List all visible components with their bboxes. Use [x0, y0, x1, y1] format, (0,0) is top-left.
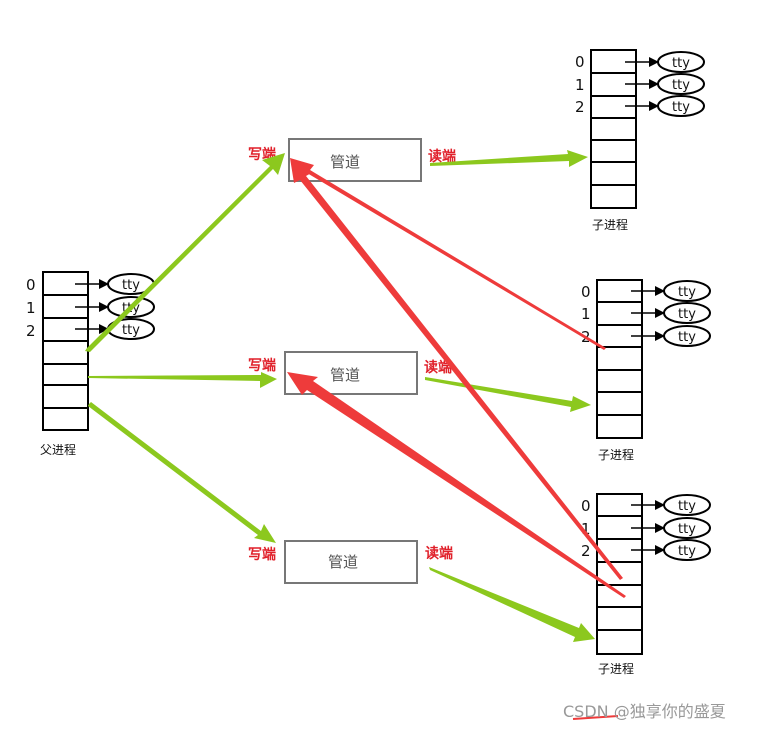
child3-fd-2: 2	[581, 542, 591, 560]
tty-label: tty	[672, 100, 690, 115]
pipe-3: 管道	[284, 540, 418, 584]
parent-fd-1: 1	[26, 299, 36, 317]
red-arrows	[287, 158, 626, 598]
tty-ellipse	[663, 539, 711, 561]
watermark-underline	[572, 715, 619, 720]
tty-label: tty	[122, 323, 140, 338]
tty-ellipse	[663, 517, 711, 539]
green-arrow	[429, 567, 595, 642]
child3-process-label: 子进程	[598, 661, 634, 676]
pipe-label: 管道	[330, 153, 360, 171]
read-end-label: 读端	[428, 148, 456, 165]
child1-fd-1: 1	[575, 76, 585, 94]
child1-process-label: 子进程	[592, 217, 628, 232]
tty-ellipse	[663, 302, 711, 324]
child2-process-label: 子进程	[598, 447, 634, 462]
green-arrow	[88, 402, 276, 543]
green-arrow	[430, 150, 588, 167]
child2-fd-1: 1	[581, 305, 591, 323]
tty-label: tty	[672, 56, 690, 71]
read-end-label: 读端	[425, 545, 453, 562]
tty-label: tty	[678, 522, 696, 537]
pipe-label: 管道	[328, 553, 358, 571]
child1-fd-2: 2	[575, 98, 585, 116]
child2-fd-0: 0	[581, 283, 591, 301]
tty-label: tty	[672, 78, 690, 93]
tty-ellipse	[657, 95, 705, 117]
green-arrow	[88, 372, 277, 388]
tty-label: tty	[678, 544, 696, 559]
pipe-label: 管道	[330, 366, 360, 384]
watermark: CSDN @独享你的盛夏	[563, 702, 726, 721]
tty-ellipse	[657, 51, 705, 73]
green-arrow	[85, 153, 285, 352]
write-end-label: 写端	[248, 546, 276, 563]
tty-ellipse	[663, 325, 711, 347]
child3-fd-1: 1	[581, 520, 591, 538]
child1-fd-table	[590, 49, 637, 209]
tty-label: tty	[678, 499, 696, 514]
parent-process: 0 1 2 tty tty tty 父进程	[26, 271, 155, 457]
tty-ellipse	[663, 280, 711, 302]
child-process-3: 0 1 2 tty tty tty 子进程	[581, 493, 711, 676]
tty-ellipse	[663, 494, 711, 516]
child-process-1: 0 1 2 tty tty tty 子进程	[575, 49, 705, 232]
pipe-1: 管道	[288, 138, 422, 182]
red-arrow	[287, 372, 626, 598]
child3-fd-table	[596, 493, 643, 655]
red-arrow	[290, 158, 606, 350]
child2-fd-table	[596, 279, 643, 439]
parent-fd-2: 2	[26, 322, 36, 340]
child-process-2: 0 1 2 tty tty tty 子进程	[581, 279, 711, 462]
tty-label: tty	[678, 285, 696, 300]
parent-fd-0: 0	[26, 276, 36, 294]
parent-fd-table	[42, 271, 89, 431]
tty-label: tty	[678, 330, 696, 345]
red-arrow	[290, 158, 623, 580]
child3-fd-0: 0	[581, 497, 591, 515]
tty-ellipse	[657, 73, 705, 95]
tty-label: tty	[122, 278, 140, 293]
child1-fd-0: 0	[575, 53, 585, 71]
tty-label: tty	[678, 307, 696, 322]
read-end-label: 读端	[424, 359, 452, 376]
green-arrow	[425, 377, 591, 412]
write-end-label: 写端	[248, 357, 276, 374]
parent-process-label: 父进程	[40, 442, 76, 457]
